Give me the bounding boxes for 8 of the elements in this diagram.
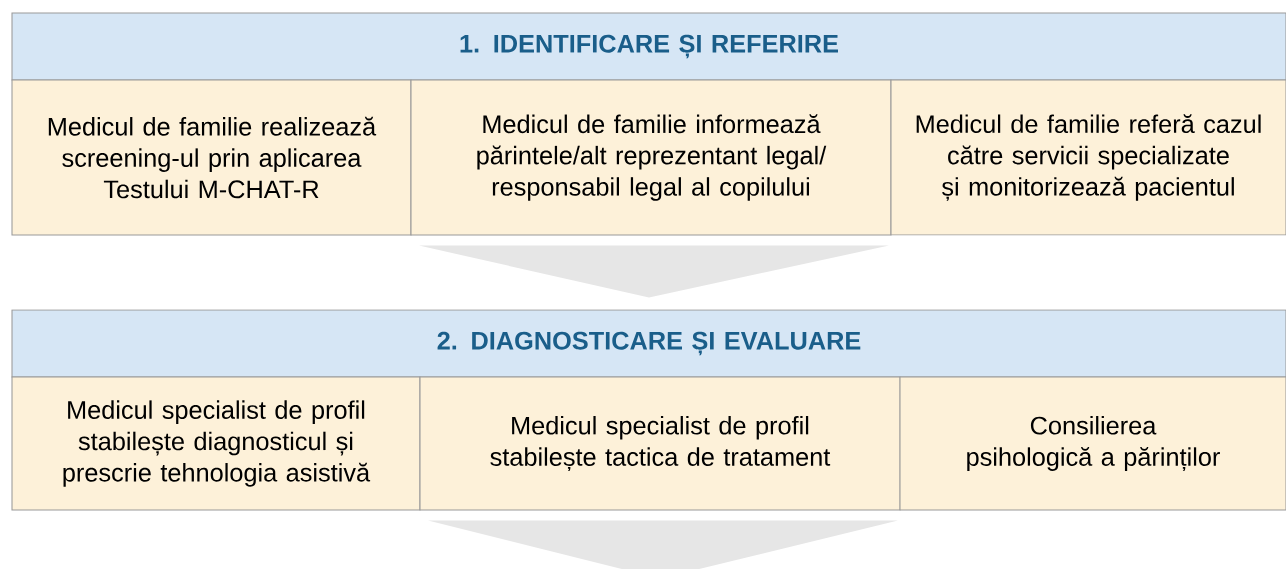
text-cell: Consilierea psihologică a părinților [899,376,1286,511]
header-band: 1. IDENTIFICARE ȘI REFERIRE [11,12,1286,81]
header-band: 2. DIAGNOSTICARE ȘI EVALUARE [11,309,1286,378]
text-cell: Medicul de familie informează părintele/alt reprezentant legal/ responsabil legal al copilului [410,79,892,236]
text-cell: Medicul specialist de profil stabilește diagnosticul și prescrie tehnologia asistivă [11,376,421,511]
text-cell: Medicul de familie realizează screening-ul prin aplicarea Testului M-CHAT-R [11,79,412,236]
text-cell: Medicul de familie referă cazul către servicii specializate și monitorizează pacientul [890,79,1286,236]
text-cell: Medicul specialist de profil stabilește tactica de tratament [419,376,901,511]
